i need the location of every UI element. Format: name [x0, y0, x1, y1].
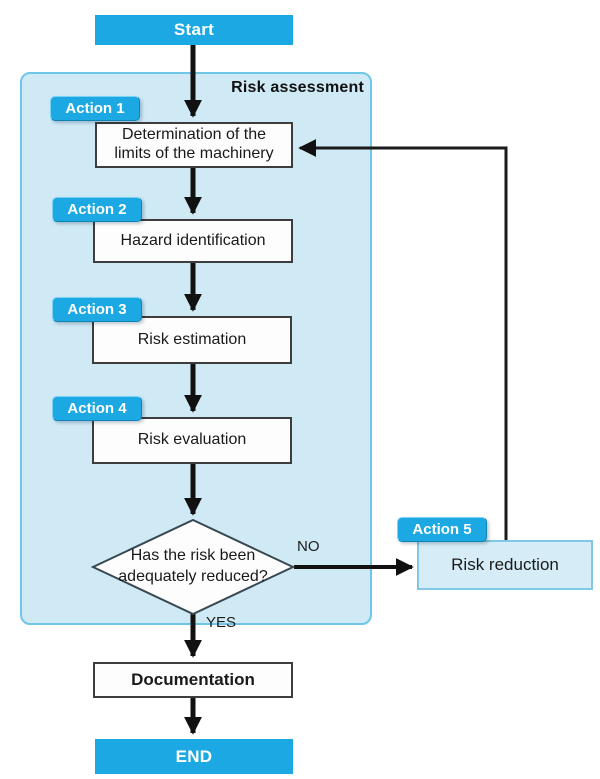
start-node: Start [95, 15, 293, 45]
action-4-badge: Action 4 [52, 396, 142, 421]
no-branch-label: NO [297, 538, 320, 555]
decision-label-line1: Has the risk been [130, 547, 256, 564]
yes-branch-label: YES [206, 614, 237, 631]
action-2-badge: Action 2 [52, 197, 142, 222]
risk-assessment-title: Risk assessment [231, 79, 364, 96]
decision-label-line2: adequately reduced? [118, 567, 268, 585]
documentation-box: Documentation [93, 662, 293, 698]
process-box-limits-determination: Determination of the limits of the machi… [95, 122, 293, 168]
action-5-badge: Action 5 [397, 517, 487, 542]
process-box-risk-estimation: Risk estimation [92, 316, 292, 364]
decision-label: Has the risk been adequately reduced? [98, 546, 288, 588]
end-node: END [95, 739, 293, 774]
risk-reduction-box: Risk reduction [417, 540, 593, 590]
process-box-limits-line2: limits of the machinery [114, 145, 274, 162]
process-box-risk-evaluation: Risk evaluation [92, 417, 292, 464]
action-3-badge: Action 3 [52, 297, 142, 322]
process-box-hazard-identification: Hazard identification [93, 219, 293, 263]
action-1-badge: Action 1 [50, 96, 140, 121]
process-box-limits-line1: Determination of the [121, 126, 267, 144]
